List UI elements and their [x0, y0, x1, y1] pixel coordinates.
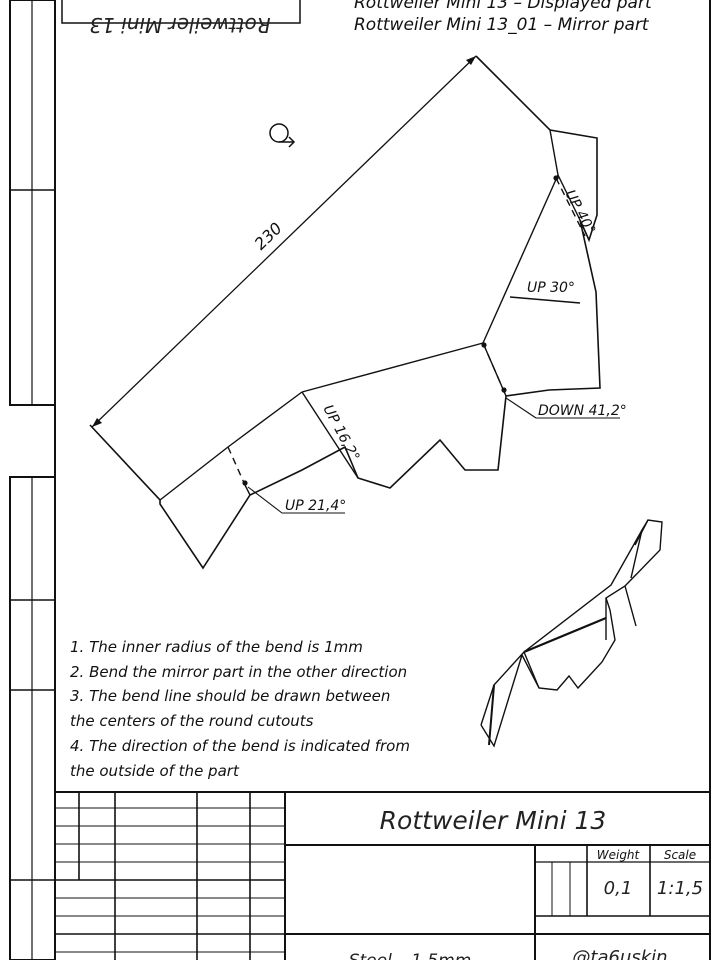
bend-label-up-30: UP 30° — [527, 280, 575, 296]
part-note-mirror: Rottweiler Mini 13_01 – Mirror part — [354, 15, 650, 35]
weight-label: Weight — [597, 848, 641, 862]
material: Steel – 1.5mm — [349, 951, 472, 960]
bend-label-down-41: DOWN 41,2° — [538, 403, 627, 419]
top-left-title-box: Rottweiler Mini 13 — [61, 0, 301, 37]
bend-label-up-16: UP 16,2° — [319, 402, 362, 464]
part-note-displayed: Rottweiler Mini 13 – Displayed part — [354, 0, 653, 13]
scale-value: 1:1,5 — [657, 878, 703, 899]
note-line: 3. The bend line should be drawn between — [70, 687, 390, 705]
bend-label-up-21-group: UP 21,4° — [247, 486, 346, 514]
scale-label: Scale — [664, 848, 696, 862]
bent-part-3d-view — [480, 519, 663, 748]
note-line: the centers of the round cutouts — [70, 712, 314, 730]
bend-label-down-41-group: DOWN 41,2° — [505, 397, 627, 419]
notes-block: 1. The inner radius of the bend is 1mm 2… — [70, 638, 410, 780]
author: @ta6uskin — [572, 947, 667, 960]
weight-value: 0,1 — [604, 878, 633, 899]
sheet-frame — [9, 0, 711, 960]
note-line: 2. Bend the mirror part in the other dir… — [70, 663, 407, 681]
bend-label-up-30-group: UP 30° — [527, 280, 575, 296]
projection-symbol-icon — [269, 123, 296, 148]
top-left-title: Rottweiler Mini 13 — [89, 13, 270, 37]
bend-label-up-21: UP 21,4° — [285, 498, 346, 514]
dimension-230: 230 — [91, 55, 477, 428]
note-line: 4. The direction of the bend is indicate… — [70, 737, 410, 755]
title-block: Rottweiler Mini 13 Weight Scale 0,1 1:1,… — [55, 791, 710, 960]
dimension-230-label: 230 — [251, 219, 286, 254]
flat-part-outline — [89, 55, 601, 570]
note-line: the outside of the part — [70, 762, 240, 780]
part-name: Rottweiler Mini 13 — [380, 806, 607, 835]
note-line: 1. The inner radius of the bend is 1mm — [70, 638, 363, 656]
bend-label-up-40: UP 40° — [561, 187, 598, 237]
